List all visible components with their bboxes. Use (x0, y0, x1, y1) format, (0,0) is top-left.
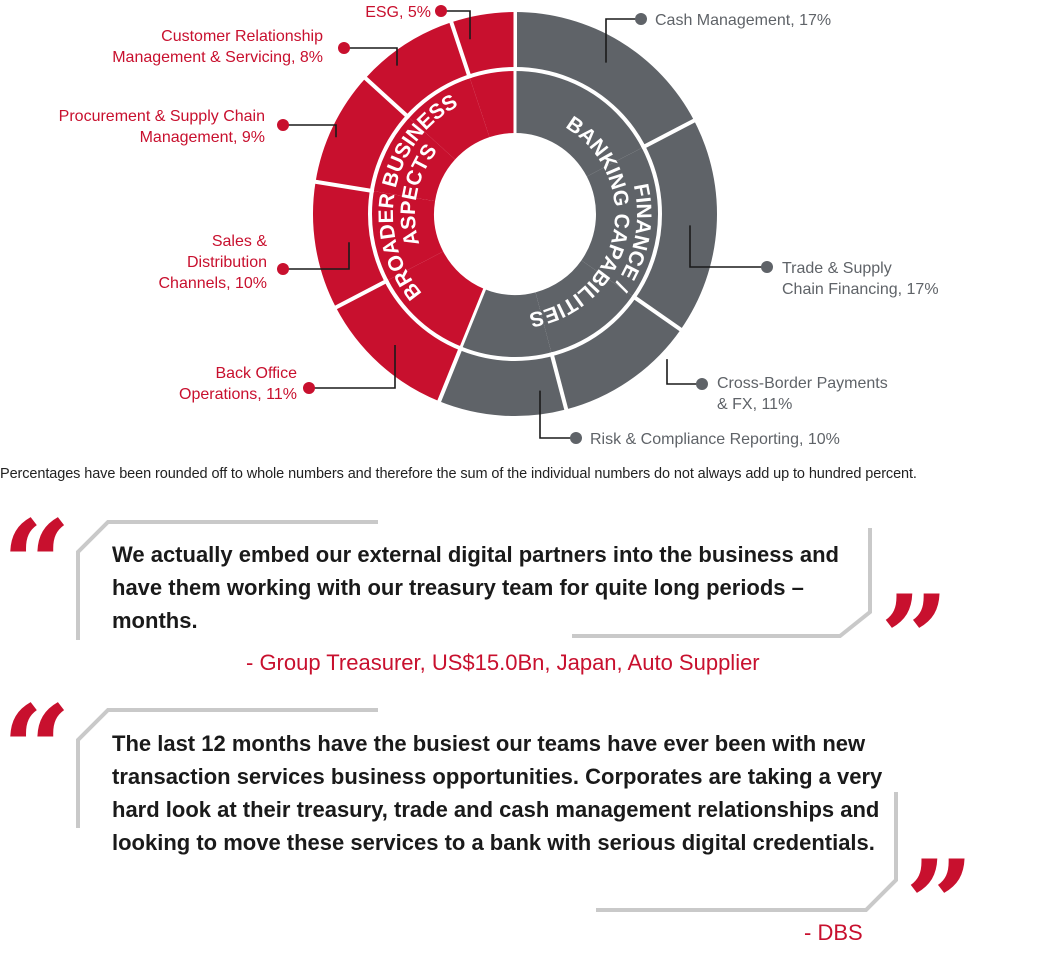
callout-dot (635, 13, 647, 25)
slice-separator (631, 294, 683, 332)
donut-slice (535, 260, 681, 410)
callout-line (689, 225, 767, 268)
callout-dot (696, 378, 708, 390)
slice-label: ESG, 5% (365, 4, 431, 21)
quote-text: The last 12 months have the busiest our … (112, 731, 883, 855)
slice-separator (549, 351, 569, 411)
donut-slice (315, 78, 456, 202)
callout-line (309, 345, 396, 389)
close-quote-mark: ” (905, 834, 975, 975)
quote-attribution: - DBS (804, 920, 863, 945)
callout-dot (761, 261, 773, 273)
slice-label: Cash Management, 17% (655, 12, 831, 29)
open-quote-mark: “ (2, 494, 72, 635)
donut-slice (515, 12, 695, 177)
slice-label: Risk & Compliance Reporting, 10% (590, 431, 840, 448)
donut-slice (581, 120, 717, 330)
callout-dot (338, 42, 350, 54)
quote-attribution: - Group Treasurer, US$15.0Bn, Japan, Aut… (246, 650, 760, 675)
callout-line (605, 18, 641, 63)
slice-separator (314, 179, 375, 194)
callout-line (344, 47, 398, 66)
callout-line (283, 124, 337, 138)
donut-slice (439, 289, 567, 416)
callout-dot (277, 263, 289, 275)
slice-label: Cross-Border Payments& FX, 11% (717, 375, 888, 413)
slice-separator (449, 20, 472, 79)
slice-separator (640, 118, 696, 150)
open-quote-mark: “ (2, 679, 72, 820)
slice-separator (334, 278, 390, 310)
callout-dot (303, 382, 315, 394)
callout-line (666, 359, 702, 385)
quote-text: We actually embed our external digital p… (112, 542, 839, 633)
callout-line (441, 10, 471, 40)
callout-line (283, 242, 350, 270)
callout-dot (570, 432, 582, 444)
footnote: Percentages have been rounded off to who… (0, 466, 917, 482)
callout-dot (277, 119, 289, 131)
close-quote-mark: ” (880, 569, 950, 710)
callout-line (539, 390, 576, 439)
group-separator (437, 287, 487, 403)
callout-dot (435, 5, 447, 17)
slice-separator (363, 76, 411, 120)
donut-slice (313, 181, 444, 308)
